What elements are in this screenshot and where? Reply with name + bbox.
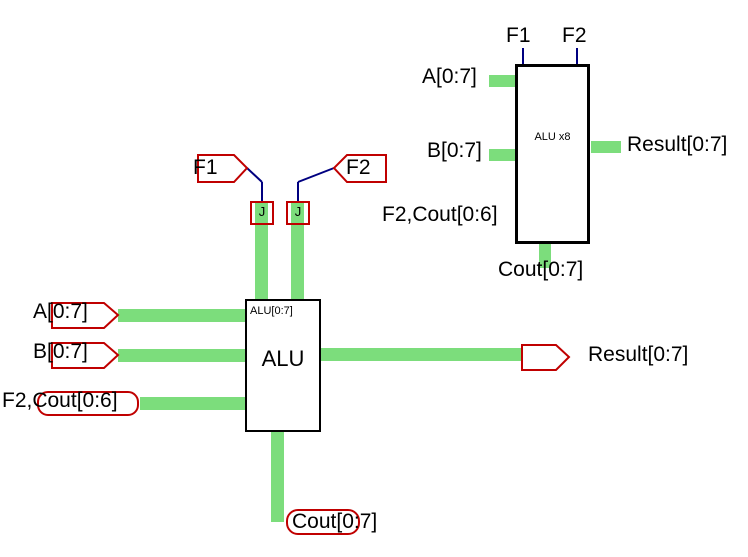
bus-a-input[interactable]: [118, 309, 245, 322]
macro-pin-label-f1[interactable]: F1: [506, 24, 531, 47]
alu-macro-block[interactable]: [515, 64, 590, 244]
macro-bus-stub-cout[interactable]: [539, 244, 551, 268]
f2-flag-shape[interactable]: [332, 154, 387, 183]
joiner-label-2[interactable]: J: [294, 204, 302, 219]
f1-flag-shape[interactable]: [197, 154, 249, 183]
macro-bus-stub-result[interactable]: [591, 141, 621, 153]
macro-bus-stub-a[interactable]: [489, 75, 516, 87]
net-f2cout-shape[interactable]: [37, 391, 139, 416]
bus-f2-vertical[interactable]: [291, 203, 304, 300]
bus-f1-vertical[interactable]: [255, 203, 268, 300]
net-cout-shape[interactable]: [286, 509, 360, 535]
net-a-flag-shape[interactable]: [51, 302, 120, 329]
alu-symbol-name: ALU: [261, 346, 305, 371]
alu-macro-title: ALU x8: [534, 131, 571, 143]
flag-label-f1[interactable]: F1: [193, 156, 218, 179]
macro-pin-label-a[interactable]: A[0:7]: [422, 65, 477, 88]
macro-pin-label-result[interactable]: Result[0:7]: [627, 133, 728, 156]
net-label-a[interactable]: A[0:7]: [33, 300, 88, 323]
net-label-result[interactable]: Result[0:7]: [588, 343, 689, 366]
macro-pin-label-b[interactable]: B[0:7]: [427, 139, 482, 162]
f1-flag-wire[interactable]: [246, 167, 263, 183]
flag-label-f2[interactable]: F2: [346, 156, 371, 179]
joiner-box-1[interactable]: [250, 201, 274, 225]
joiner-box-2[interactable]: [286, 201, 310, 225]
joiner-label-1[interactable]: J: [258, 204, 266, 219]
macro-bus-stub-b[interactable]: [489, 149, 516, 161]
net-label-f2cout[interactable]: F2,Cout[0:6]: [2, 389, 118, 412]
net-b-flag-shape[interactable]: [51, 342, 120, 369]
f2-flag-wire[interactable]: [297, 167, 335, 183]
bus-result-output[interactable]: [320, 348, 522, 361]
net-label-cout[interactable]: Cout[0:7]: [292, 510, 378, 533]
alu-symbol-ref: ALU[0:7]: [250, 305, 293, 317]
macro-pin-label-f2cout[interactable]: F2,Cout[0:6]: [382, 203, 498, 226]
macro-pin-label-cout[interactable]: Cout[0:7]: [498, 258, 584, 281]
macro-pin-label-f2[interactable]: F2: [562, 24, 587, 47]
net-result-flag-shape[interactable]: [521, 344, 571, 371]
net-label-b[interactable]: B[0:7]: [33, 340, 88, 363]
bus-b-input[interactable]: [118, 349, 245, 362]
bus-cout-output[interactable]: [271, 431, 284, 522]
alu-symbol-block[interactable]: [245, 299, 321, 432]
bus-f2cout-input[interactable]: [140, 397, 245, 410]
